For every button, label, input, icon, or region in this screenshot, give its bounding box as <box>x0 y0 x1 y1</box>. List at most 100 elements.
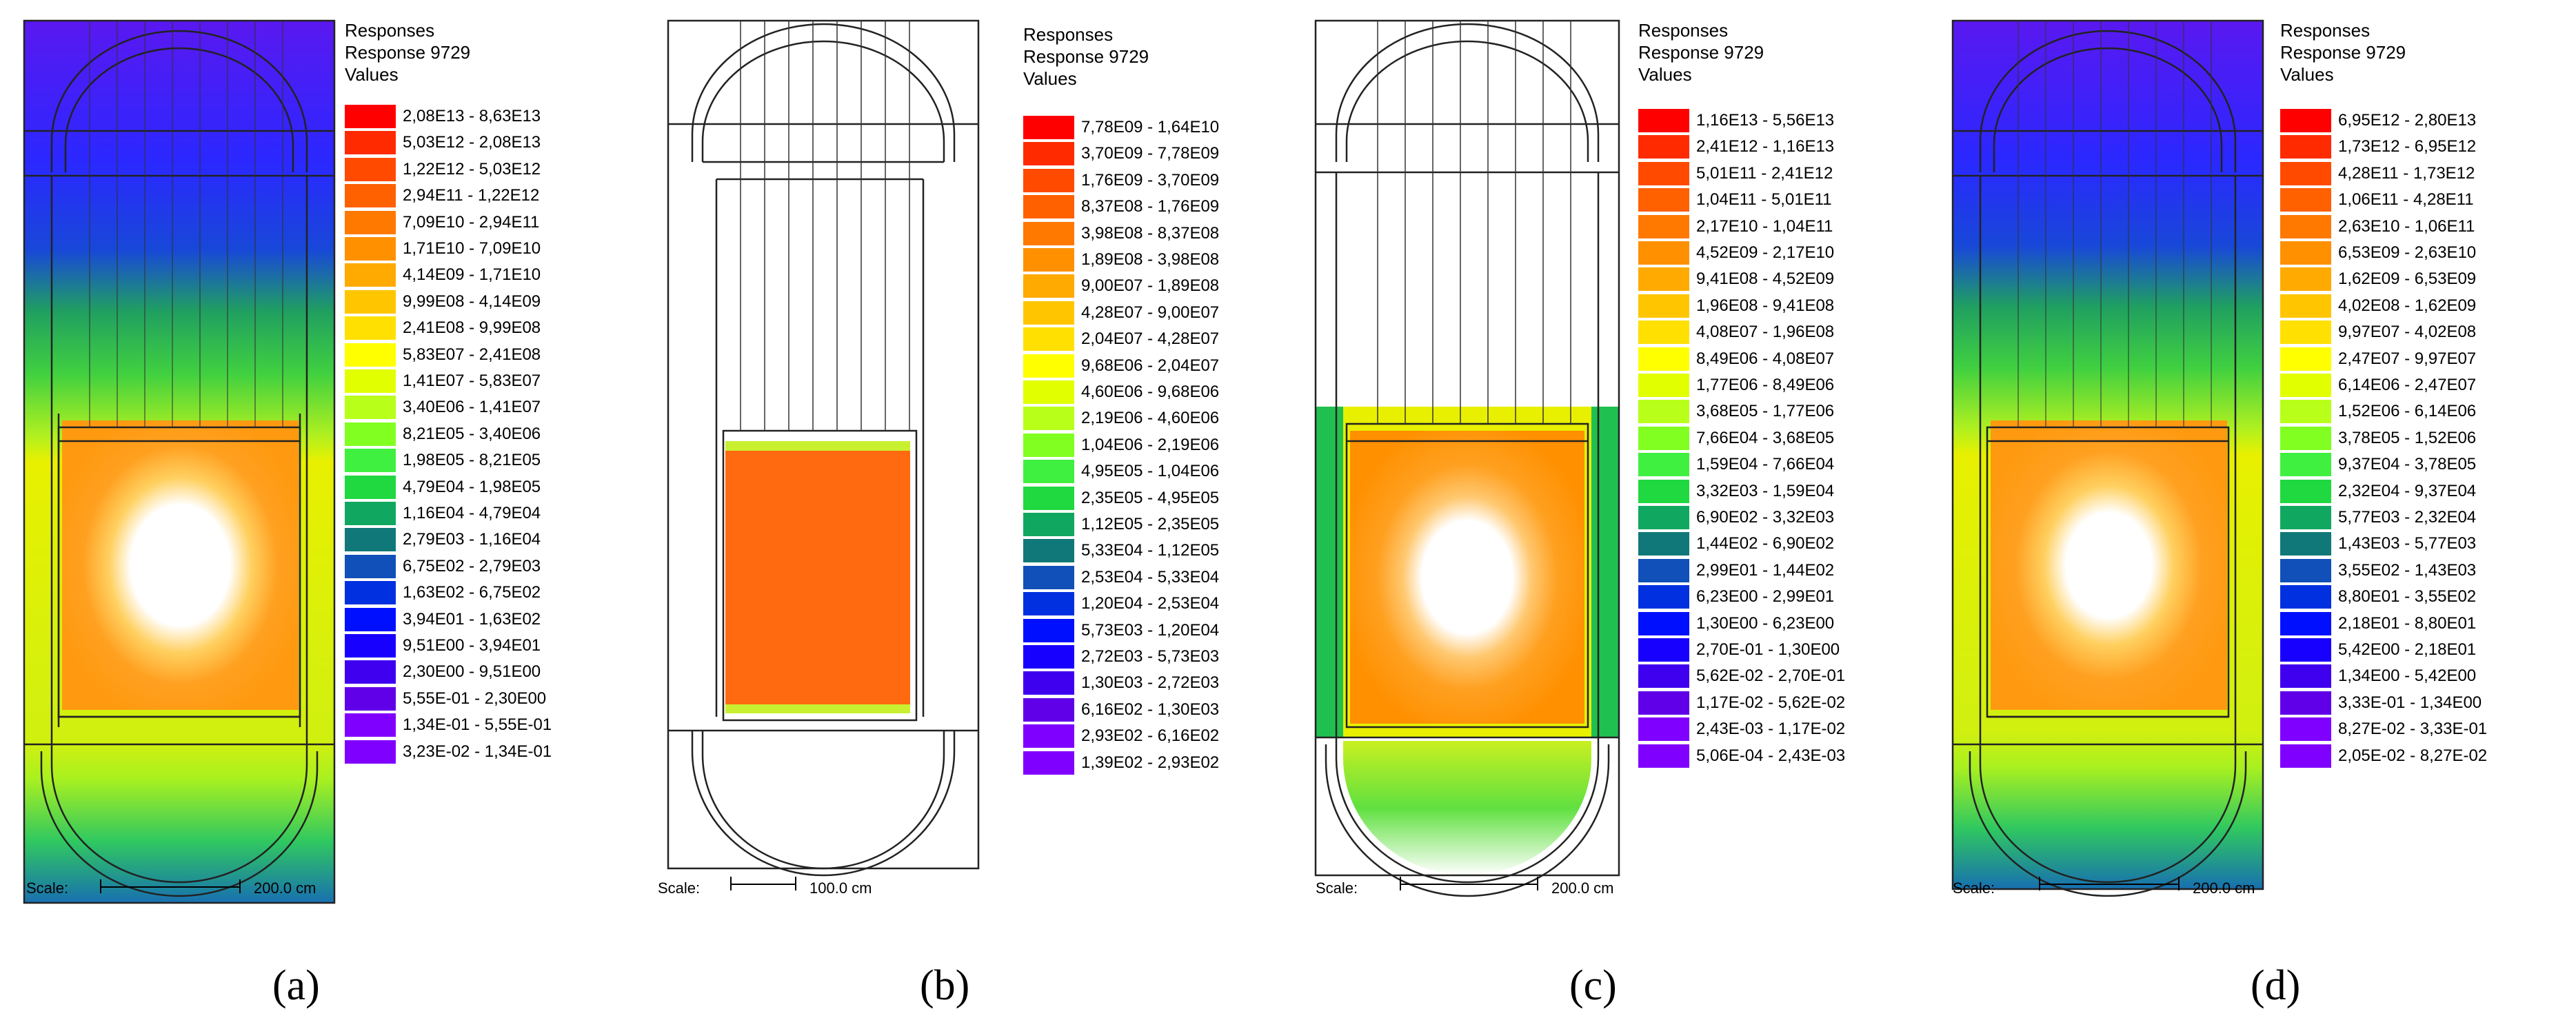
legend-swatch <box>345 237 396 261</box>
legend-range-label: 6,14E06 - 2,47E07 <box>2338 376 2477 394</box>
legend-swatch <box>2280 374 2331 397</box>
scale-label: Scale: <box>1316 879 1358 897</box>
legend-range-label: 2,41E08 - 9,99E08 <box>403 318 541 338</box>
legend-range-label: 1,17E-02 - 5,62E-02 <box>1696 693 1846 712</box>
legend-swatch <box>2280 479 2331 503</box>
legend-swatch <box>1023 221 1074 245</box>
scale-tick-right <box>1537 877 1538 890</box>
legend-range-label: 1,30E03 - 2,72E03 <box>1081 673 1220 693</box>
legend-swatch <box>1638 479 1689 503</box>
legend-swatch <box>2280 611 2331 635</box>
legend-swatch <box>1023 142 1074 166</box>
legend-swatch <box>2280 664 2331 689</box>
scale-value: 200.0 cm <box>2193 879 2255 897</box>
legend-heading-responses: Responses <box>1023 24 1114 45</box>
legend-swatch <box>1023 486 1074 510</box>
scale-value: 200.0 cm <box>1551 879 1614 897</box>
legend-range-label: 7,09E10 - 2,94E11 <box>403 212 540 232</box>
legend-swatch <box>345 634 396 658</box>
legend-swatch <box>1023 195 1074 219</box>
legend-swatch <box>1638 691 1689 715</box>
scale-tick-right <box>239 879 241 893</box>
panel-d: Responses Response 9729 Values Scale: 20… <box>1932 0 2576 1029</box>
legend-range-label: 1,34E-01 - 5,55E-01 <box>403 715 552 735</box>
rod-lines <box>1377 21 1571 424</box>
legend-range-label: 4,28E07 - 9,00E07 <box>1081 303 1220 322</box>
legend-range-label: 2,35E05 - 4,95E05 <box>1081 488 1220 507</box>
dose-map-a <box>23 19 336 904</box>
core-top-layer <box>725 441 910 451</box>
legend-range-label: 5,33E04 - 1,12E05 <box>1081 541 1220 560</box>
core-region <box>725 441 910 713</box>
legend-swatch <box>2280 717 2331 742</box>
core-region <box>1350 431 1584 724</box>
legend-range-label: 6,53E09 - 2,63E10 <box>2338 243 2477 262</box>
panel-a: Responses Response 9729 Values Scale: 20… <box>0 0 644 1029</box>
rod-lines <box>740 21 910 431</box>
legend-swatch <box>2280 558 2331 582</box>
legend-swatch <box>2280 109 2331 132</box>
legend-swatch <box>345 105 396 128</box>
legend-swatch <box>1638 109 1689 132</box>
legend-swatch <box>1023 539 1074 563</box>
side-band-left <box>1316 407 1343 737</box>
legend-range-label: 2,30E00 - 9,51E00 <box>403 662 541 682</box>
legend-swatch <box>1023 380 1074 404</box>
legend-range-label: 5,42E00 - 2,18E01 <box>2338 640 2477 659</box>
legend-swatch <box>2280 320 2331 345</box>
legend-swatch <box>1023 697 1074 722</box>
scale-value: 100.0 cm <box>809 879 872 897</box>
legend-range-label: 8,49E06 - 4,08E07 <box>1696 349 1835 368</box>
legend-range-label: 5,73E03 - 1,20E04 <box>1081 620 1220 640</box>
legend-range-label: 9,97E07 - 4,02E08 <box>2338 323 2477 342</box>
legend-swatch <box>345 210 396 234</box>
legend-swatch <box>345 740 396 764</box>
legend-swatch <box>1638 241 1689 265</box>
legend-range-label: 1,96E08 - 9,41E08 <box>1696 296 1835 315</box>
legend-swatch <box>1023 116 1074 139</box>
core-region <box>62 420 299 710</box>
legend-swatch <box>1023 433 1074 457</box>
legend-swatch <box>1638 506 1689 529</box>
legend-swatch <box>1023 168 1074 192</box>
legend-range-label: 3,32E03 - 1,59E04 <box>1696 481 1835 500</box>
legend-range-label: 8,80E01 - 3,55E02 <box>2338 587 2477 607</box>
legend-heading-values: Values <box>345 64 399 85</box>
legend-heading-response-id: Response 9729 <box>1023 46 1149 67</box>
legend-range-label: 1,04E11 - 5,01E11 <box>1696 190 1832 210</box>
legend-swatch <box>2280 214 2331 238</box>
legend-swatch <box>2280 585 2331 609</box>
legend-range-label: 1,04E06 - 2,19E06 <box>1081 435 1220 454</box>
scale-bar <box>730 884 796 885</box>
legend-swatch <box>345 131 396 155</box>
panel-caption: (b) <box>920 962 970 1009</box>
legend-swatch <box>1638 717 1689 742</box>
panel-c: Responses Response 9729 Values Scale: 20… <box>1288 0 1932 1029</box>
legend-swatch <box>345 316 396 340</box>
legend-swatch <box>2280 453 2331 477</box>
legend-swatch <box>1638 638 1689 662</box>
legend-range-label: 2,32E04 - 9,37E04 <box>2338 481 2477 500</box>
legend-swatch <box>345 396 396 420</box>
legend-range-label: 2,08E13 - 8,63E13 <box>403 107 541 125</box>
dose-map-c <box>1314 19 1620 897</box>
legend-swatch <box>345 157 396 181</box>
legend-range-label: 3,94E01 - 1,63E02 <box>403 609 541 629</box>
legend-swatch <box>1638 294 1689 318</box>
legend-range-label: 2,93E02 - 6,16E02 <box>1081 726 1220 746</box>
legend-range-label: 9,99E08 - 4,14E09 <box>403 292 541 311</box>
legend-swatch <box>1638 426 1689 450</box>
legend-range-label: 1,89E08 - 3,98E08 <box>1081 250 1220 269</box>
legend-swatch <box>1023 751 1074 775</box>
legend-range-label: 2,63E10 - 1,06E11 <box>2338 216 2475 236</box>
legend-swatch <box>1638 188 1689 212</box>
legend-range-label: 4,28E11 - 1,73E12 <box>2338 163 2475 183</box>
legend-swatch <box>1638 347 1689 371</box>
legend-range-label: 9,37E04 - 3,78E05 <box>2338 455 2477 474</box>
legend-range-label: 2,47E07 - 9,97E07 <box>2338 349 2477 368</box>
legend-swatch <box>345 502 396 525</box>
legend-range-label: 1,30E00 - 6,23E00 <box>1696 613 1835 633</box>
legend-range-label: 2,17E10 - 1,04E11 <box>1696 216 1833 236</box>
legend-range-label: 4,08E07 - 1,96E08 <box>1696 323 1835 342</box>
legend-range-label: 4,95E05 - 1,04E06 <box>1081 462 1220 481</box>
